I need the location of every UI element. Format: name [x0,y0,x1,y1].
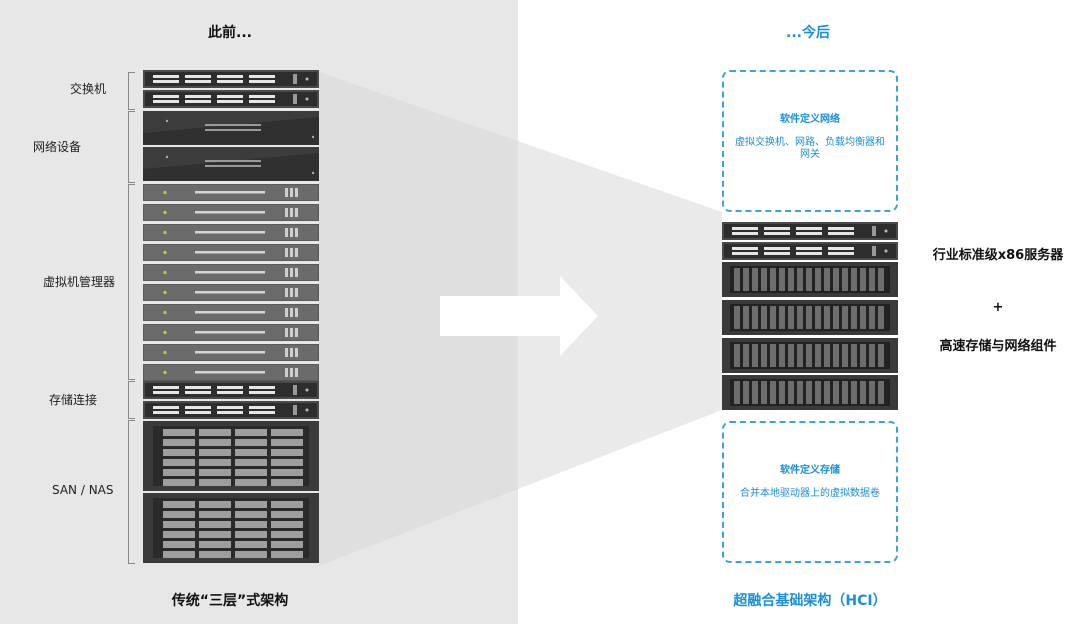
server-text: 行业标准级x86服务器 [932,248,1064,263]
san-enclosure [143,421,319,491]
sds-box: 软件定义存储 合并本地驱动器上的虚拟数据卷 [722,421,898,563]
storage-switch-unit [143,381,319,399]
bracket-hypervisor [128,184,135,380]
bracket-san [128,420,135,564]
plus-sign: + [992,300,1004,315]
sdn-description: 虚拟交换机、网路、负载均衡器和网关 [735,137,885,160]
san-enclosure [143,493,319,563]
label-storage-conn: 存储连接 [49,393,98,407]
hci-switch-unit [722,242,898,260]
arrow-shape [440,276,598,356]
label-san: SAN / NAS [52,483,114,497]
network-device-unit [143,147,319,181]
right-title: ...今后 [786,25,830,41]
right-caption: 超融合基础架构（HCI） [733,593,887,609]
bracket-network [128,111,135,183]
switch-unit [143,90,319,108]
label-network: 网络设备 [33,140,82,154]
switch-unit [143,70,319,88]
label-switch: 交换机 [70,82,107,96]
hypervisor-server-units [143,184,319,381]
storage-switch-unit [143,401,319,419]
hci-server-rack [722,222,898,410]
left-server-rack [143,70,319,564]
network-device-unit [143,111,319,145]
sdn-box: 软件定义网络 虚拟交换机、网路、负载均衡器和网关 [722,70,898,212]
left-caption: 传统“三层”式架构 [171,593,289,609]
sds-heading: 软件定义存储 [780,465,840,476]
bracket-switch [128,72,135,110]
label-hypervisor: 虚拟机管理器 [43,275,116,289]
sdn-heading: 软件定义网络 [780,114,840,125]
hci-switch-unit [722,222,898,240]
left-title: 此前... [208,25,252,41]
sds-description: 合并本地驱动器上的虚拟数据卷 [740,488,880,499]
hci-server-units [722,262,898,410]
bracket-storage-conn [128,381,135,419]
storage-network-text: 高速存储与网络组件 [939,339,1057,354]
